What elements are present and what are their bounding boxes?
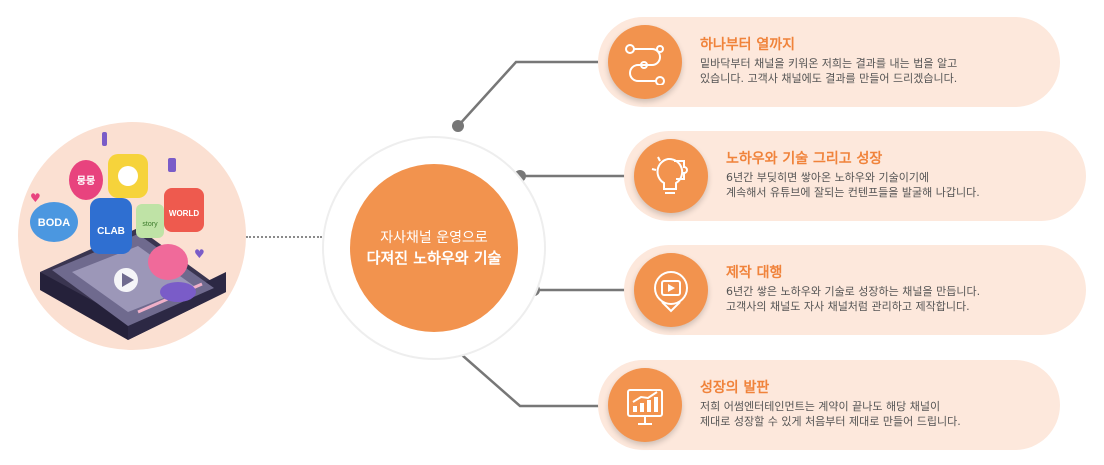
connector-4	[453, 347, 602, 408]
card-title: 하나부터 열까지	[700, 37, 796, 53]
growth-chart-icon	[608, 368, 682, 442]
badge-story: story	[136, 204, 164, 238]
svg-text:뭉뭉: 뭉뭉	[77, 175, 95, 187]
card-description: 저희 어썸엔터테인먼트는 계약이 끝나도 해당 채널이 제대로 성장할 수 있게…	[700, 400, 961, 428]
flow-path-icon	[608, 25, 682, 99]
badge-clab: CLAB	[90, 198, 132, 254]
svg-text:story: story	[142, 221, 158, 228]
svg-text:WORLD: WORLD	[169, 209, 199, 218]
center-subtitle: 자사채널 운영으로	[380, 229, 488, 246]
card-description: 6년간 쌓은 노하우와 기술로 성장하는 채널을 만듭니다. 고객사의 채널도 …	[726, 285, 981, 313]
heart-icon: ♥	[194, 247, 205, 261]
badge-yellow	[108, 154, 148, 198]
svg-text:BODA: BODA	[38, 217, 70, 229]
card-description: 밑바닥부터 채널을 키워온 저희는 결과를 내는 법을 알고 있습니다. 고객사…	[700, 57, 958, 85]
card-title: 노하우와 기술 그리고 성장	[726, 151, 883, 167]
center-title: 다져진 노하우와 기술	[366, 248, 502, 267]
card-title: 성장의 발판	[700, 380, 770, 396]
badge-mung: 뭉뭉	[69, 160, 103, 200]
connector-dot-1	[452, 120, 464, 132]
video-play-icon	[634, 253, 708, 327]
center-circle: 자사채널 운영으로 다져진 노하우와 기술	[350, 164, 518, 332]
badge-boda: BODA	[30, 202, 78, 242]
connector-1	[457, 60, 602, 127]
dotted-connector	[246, 236, 322, 238]
badge-pink	[148, 244, 188, 280]
lightbulb-puzzle-icon	[634, 139, 708, 213]
badge-world: WORLD	[164, 188, 204, 232]
card-description: 6년간 부딪히면 쌓아온 노하우와 기술이기에 계속해서 유튜브에 잘되는 컨텐…	[726, 171, 980, 199]
svg-text:CLAB: CLAB	[97, 226, 125, 237]
card-title: 제작 대행	[726, 265, 783, 281]
heart-icon: ♥	[30, 191, 41, 205]
phone-illustration: BODA 뭉뭉 CLAB story WORLD ♥ ♥	[30, 132, 226, 340]
